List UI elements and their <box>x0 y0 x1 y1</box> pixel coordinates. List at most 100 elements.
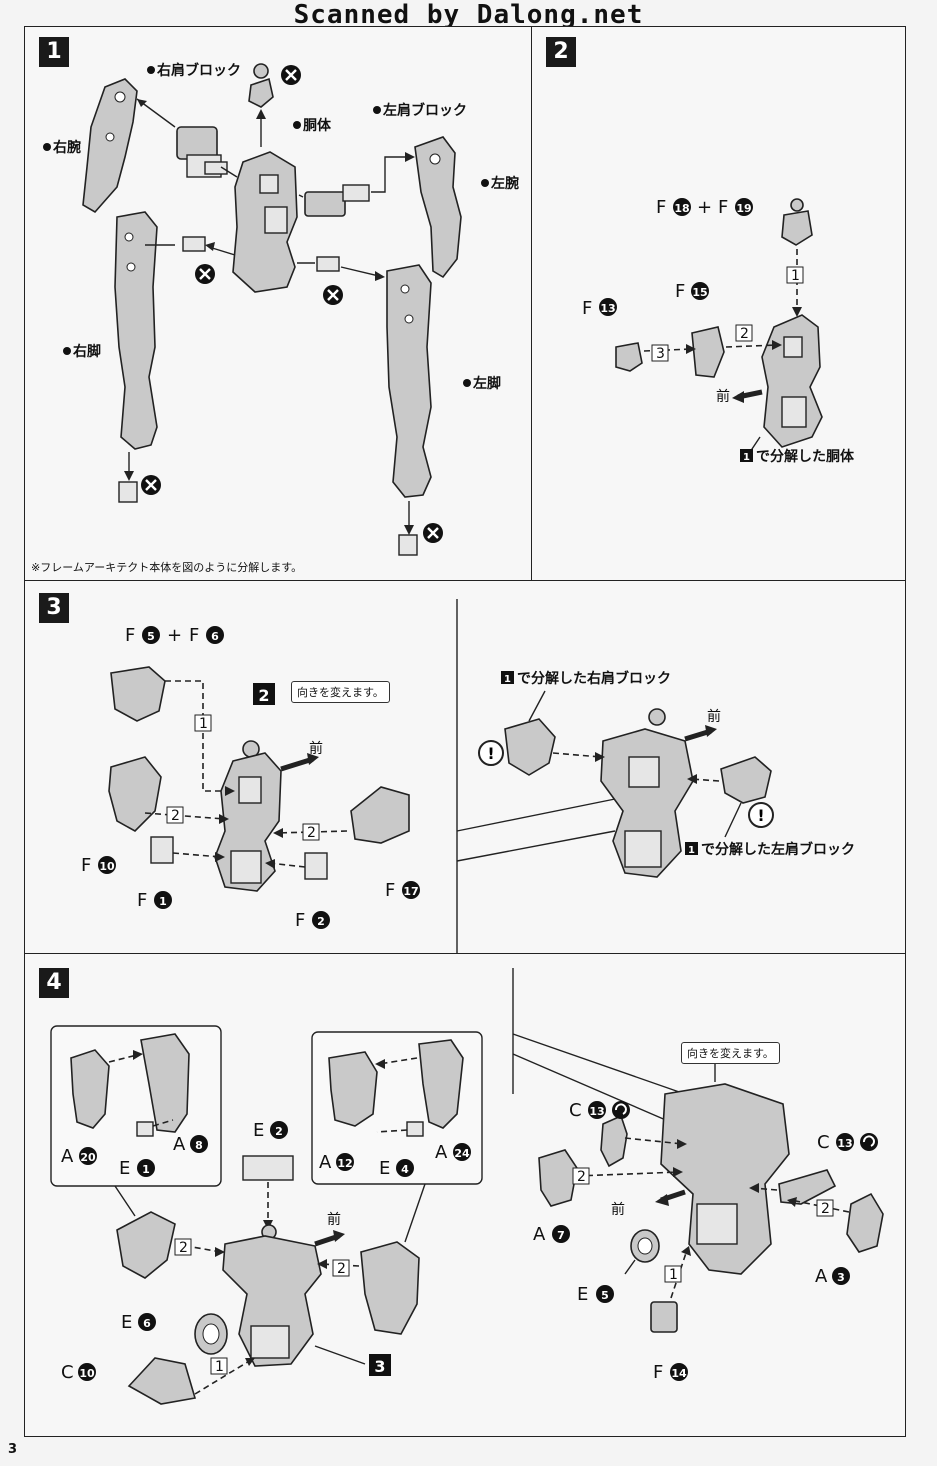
svg-text:!: ! <box>487 744 494 763</box>
part-label-c13a: C <box>569 1100 582 1121</box>
part-c10 <box>127 1357 197 1405</box>
part-num-8: 8 <box>195 1139 203 1152</box>
svg-text:!: ! <box>757 806 764 825</box>
right-shoulder-block-part <box>176 126 228 178</box>
ref-left-shoulder-label: で分解した左肩ブロック <box>701 841 855 858</box>
part-num-c13b: 13 <box>837 1137 852 1150</box>
part-label-f10: F <box>81 855 91 876</box>
step-1-diagram: 右肩ブロック 胴体 左肩ブロック 右腕 左腕 右脚 左脚 <box>43 62 519 556</box>
part-label-e6: E <box>121 1312 132 1333</box>
scan-header: Scanned by Dalong.net <box>0 0 937 32</box>
part-f1 <box>150 836 174 864</box>
part-num-24: 24 <box>454 1147 470 1160</box>
step-3-seq-2a: 2 <box>171 808 180 824</box>
part-num-e6: 6 <box>143 1317 151 1330</box>
torso-part <box>761 314 823 448</box>
part-label-f18: F <box>656 197 666 218</box>
step-4-panel: 4 2 <box>24 953 906 1437</box>
rotate-callout: 向きを変えます。 <box>681 1042 780 1064</box>
ref-right-step-num: 1 <box>504 674 511 685</box>
left-shoulder-block-part <box>720 756 772 804</box>
part-num-15: 15 <box>692 286 707 299</box>
part-label-a3: A <box>815 1266 828 1287</box>
label-right-arm: 右腕 <box>52 139 81 156</box>
part-num-e1: 1 <box>142 1163 150 1176</box>
part-f10-assembly <box>108 756 162 832</box>
ref-left-step-num: 1 <box>688 845 695 856</box>
shoulder-armor-left <box>116 1211 176 1279</box>
torso-ref-label: で分解した胴体 <box>756 448 855 465</box>
full-torso-assembly <box>600 708 694 878</box>
left-shoulder-block-part <box>304 184 370 217</box>
part-label-f14: F <box>653 1362 663 1383</box>
part-num-17: 17 <box>403 885 418 898</box>
plus-sign: + <box>697 197 712 218</box>
caution-icon-2: ! <box>748 802 774 828</box>
part-num-e2: 2 <box>275 1125 283 1138</box>
part-label-e1: E <box>119 1158 130 1179</box>
remove-mark-1 <box>281 65 301 85</box>
step-1-note: ※フレームアーキテクト本体を図のように分解します。 <box>31 561 303 574</box>
foot-joint-right <box>118 481 138 503</box>
part-c13-right <box>778 1169 837 1205</box>
ref-step-2: 2 <box>258 686 269 705</box>
label-right-shoulder: 右肩ブロック <box>156 62 241 79</box>
step-2-seq-2: 2 <box>740 326 749 342</box>
label-left-shoulder: 左肩ブロック <box>382 102 467 119</box>
step-3-diagram: 1 2 2 2 前 F 5 + F 6 F 10 F 1 F 2 F 17 <box>81 599 855 955</box>
part-label-f17: F <box>385 880 395 901</box>
rotate-icon-a <box>612 1101 630 1119</box>
rotate-callout: 向きを変えます。 <box>291 681 390 703</box>
front-label: 前 <box>716 388 730 405</box>
step-4-seq-5: 2 <box>821 1201 830 1217</box>
step-1-panel: 1 <box>24 26 532 581</box>
part-num-5: 5 <box>147 630 155 643</box>
part-f15 <box>691 326 725 378</box>
rotate-icon-b <box>860 1133 878 1151</box>
part-num-e4: 4 <box>401 1163 409 1176</box>
part-e2 <box>242 1155 294 1181</box>
right-arm-part <box>82 78 138 214</box>
part-c13-left <box>600 1114 628 1168</box>
ref-step-3: 3 <box>374 1357 385 1376</box>
front-label-2: 前 <box>707 708 721 725</box>
part-f17 <box>350 786 410 844</box>
step-2-seq-1: 1 <box>791 268 800 284</box>
torso-assembly <box>214 740 282 892</box>
step-3-number: 3 <box>39 593 69 623</box>
step-2-panel: 2 1 2 3 F 18 + F 19 F 15 F 13 前 <box>531 26 906 581</box>
torso-part <box>232 151 298 293</box>
head-part-f18-f19 <box>781 198 813 246</box>
part-label-e4: E <box>379 1158 390 1179</box>
step-2-seq-3: 3 <box>656 346 665 362</box>
part-e5 <box>630 1229 660 1263</box>
label-left-arm: 左腕 <box>490 175 519 192</box>
step-4-seq-2: 2 <box>337 1261 346 1277</box>
right-leg-part <box>114 211 158 450</box>
part-label-f19: F <box>718 197 728 218</box>
step-4-number: 4 <box>39 968 69 998</box>
part-num-c13a: 13 <box>589 1105 604 1118</box>
part-label-f6: F <box>189 625 199 646</box>
label-torso: 胴体 <box>303 117 332 134</box>
remove-mark-2 <box>195 264 215 284</box>
part-f14 <box>650 1301 678 1333</box>
label-left-leg: 左脚 <box>472 375 501 392</box>
part-label-f5: F <box>125 625 135 646</box>
part-num-e5: 5 <box>601 1289 609 1302</box>
left-arm-part <box>414 136 462 279</box>
remove-mark-3 <box>323 285 343 305</box>
part-num-18: 18 <box>674 202 689 215</box>
part-label-f15: F <box>675 281 685 302</box>
part-num-a3: 3 <box>837 1271 845 1284</box>
part-num-c10: 10 <box>79 1367 95 1380</box>
left-leg-part <box>386 264 432 498</box>
joint-piece-1 <box>182 236 206 252</box>
part-label-a20: A <box>61 1146 74 1167</box>
part-label-a7: A <box>533 1224 546 1245</box>
head-part <box>248 63 274 108</box>
step-3-panel: 3 1 2 2 2 前 F 5 + F <box>24 580 906 955</box>
caution-icon-1: ! <box>478 740 504 766</box>
front-label: 前 <box>327 1211 341 1228</box>
step-2-diagram: 1 2 3 F 18 + F 19 F 15 F 13 前 1 で分解した胴体 <box>582 197 855 465</box>
